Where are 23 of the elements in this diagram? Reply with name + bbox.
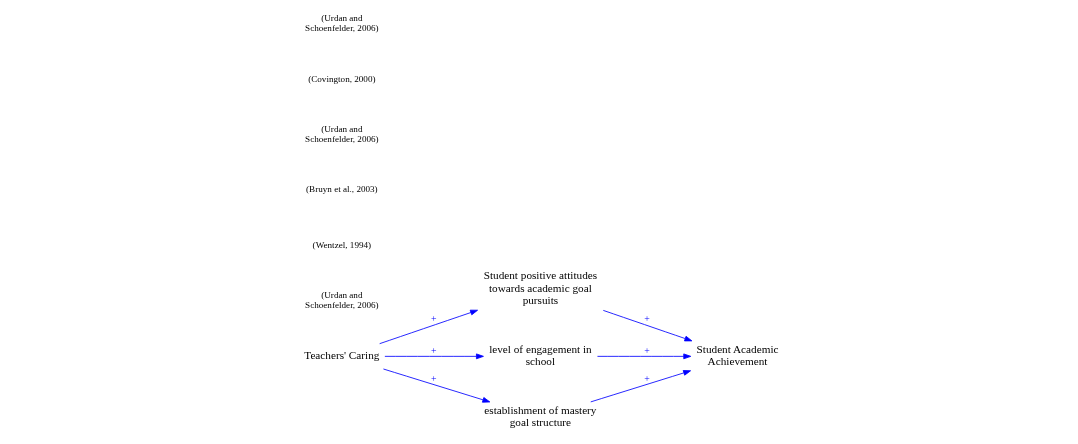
arrow [590, 370, 692, 403]
edge-label: + [644, 373, 650, 385]
edge-label: + [430, 313, 437, 325]
arrow [379, 309, 478, 345]
label: (Urdan and Schoenfelder, 2006) [305, 13, 379, 34]
arrow [384, 353, 484, 360]
label: (Covington, 2000) [308, 73, 376, 84]
arrow [597, 353, 692, 360]
edge-label: + [644, 344, 650, 356]
label: (Urdan and Schoenfelder, 2006) [305, 124, 379, 144]
node-text: level of engagement in school [489, 342, 592, 368]
node-text: Student Academic Achievement [696, 342, 779, 368]
node-text: establishment of mastery goal structure [484, 403, 597, 429]
node-text: Teachers' Caring [304, 349, 380, 362]
edge-label: + [430, 344, 437, 356]
label: (Wentzel, 1994) [312, 239, 372, 250]
label: (Urdan and Schoenfelder, 2006) [305, 290, 379, 311]
arrow [383, 368, 491, 403]
arrow [602, 309, 693, 342]
edge-label: + [430, 373, 437, 385]
label: (Bruyn et al., 2003) [306, 184, 378, 195]
node-text: Student positive attitudes towards academic goal pursuits [483, 269, 598, 307]
edge-label: + [644, 313, 650, 325]
